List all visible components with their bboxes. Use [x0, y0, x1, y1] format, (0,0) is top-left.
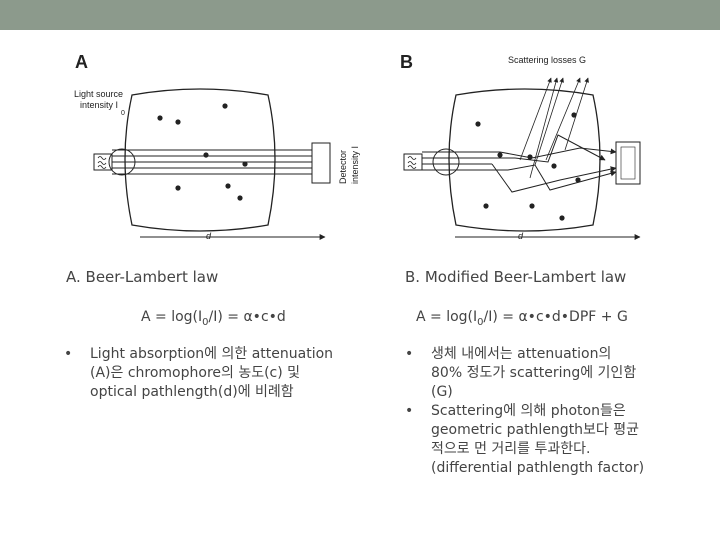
detector-label-a-line2: intensity I — [350, 146, 360, 184]
absorber-particles-b — [475, 112, 581, 221]
light-source-b-icon — [403, 148, 460, 176]
panel-a: A Light source intensity I 0 D — [74, 52, 360, 241]
right-bullet-item-2: Scattering에 의해 photon들은 geometric pathle… — [405, 402, 645, 478]
scattered-paths — [491, 134, 617, 193]
equation-b-suffix: /I) = α•c•d•DPF + G — [483, 309, 628, 325]
light-source-label-line1: Light source — [74, 89, 123, 99]
caption-beer-lambert: A. Beer-Lambert law — [66, 268, 219, 286]
tissue-container-a — [124, 88, 276, 232]
equation-b-sub: 0 — [477, 316, 484, 328]
absorber-particles-a — [157, 103, 248, 201]
distance-label-b: d — [518, 231, 524, 241]
scattering-losses-label: Scattering losses G — [508, 55, 586, 65]
beer-lambert-figure: A Light source intensity I 0 D — [60, 40, 660, 255]
equation-beer-lambert: A = log(I0/I) = α•c•d — [141, 309, 286, 328]
right-bullet-list: 생체 내에서는 attenuation의 80% 정도가 scattering에… — [405, 345, 645, 478]
scattering-loss-rays — [519, 77, 589, 179]
detector-b — [615, 141, 641, 185]
caption-modified-beer-lambert: B. Modified Beer-Lambert law — [405, 268, 627, 286]
light-beams-b — [422, 151, 515, 171]
left-bullet-list: Light absorption에 의한 attenuation (A)은 ch… — [64, 345, 344, 402]
panel-b-letter: B — [400, 52, 413, 72]
panel-a-letter: A — [75, 52, 88, 72]
equation-modified-beer-lambert: A = log(I0/I) = α•c•d•DPF + G — [416, 309, 628, 328]
equation-a-suffix: /I) = α•c•d — [208, 309, 286, 325]
distance-label-a: d — [206, 231, 212, 241]
light-beams-a — [112, 147, 329, 177]
detector-label-a-line1: Detector — [338, 150, 348, 184]
left-bullet-item: Light absorption에 의한 attenuation (A)은 ch… — [64, 345, 344, 402]
equation-b-prefix: A = log(I — [416, 309, 478, 325]
panel-b: B Scattering losses G — [400, 52, 641, 241]
light-source-label-sub: 0 — [121, 110, 125, 117]
tissue-container-b — [448, 88, 601, 232]
equation-a-prefix: A = log(I — [141, 309, 203, 325]
detector-b-inner — [620, 146, 636, 180]
top-banner — [0, 0, 720, 30]
equation-a-sub: 0 — [202, 316, 209, 328]
detector-a — [311, 142, 331, 184]
right-bullet-item-1: 생체 내에서는 attenuation의 80% 정도가 scattering에… — [405, 345, 645, 402]
light-source-label-line2: intensity I — [80, 100, 118, 110]
